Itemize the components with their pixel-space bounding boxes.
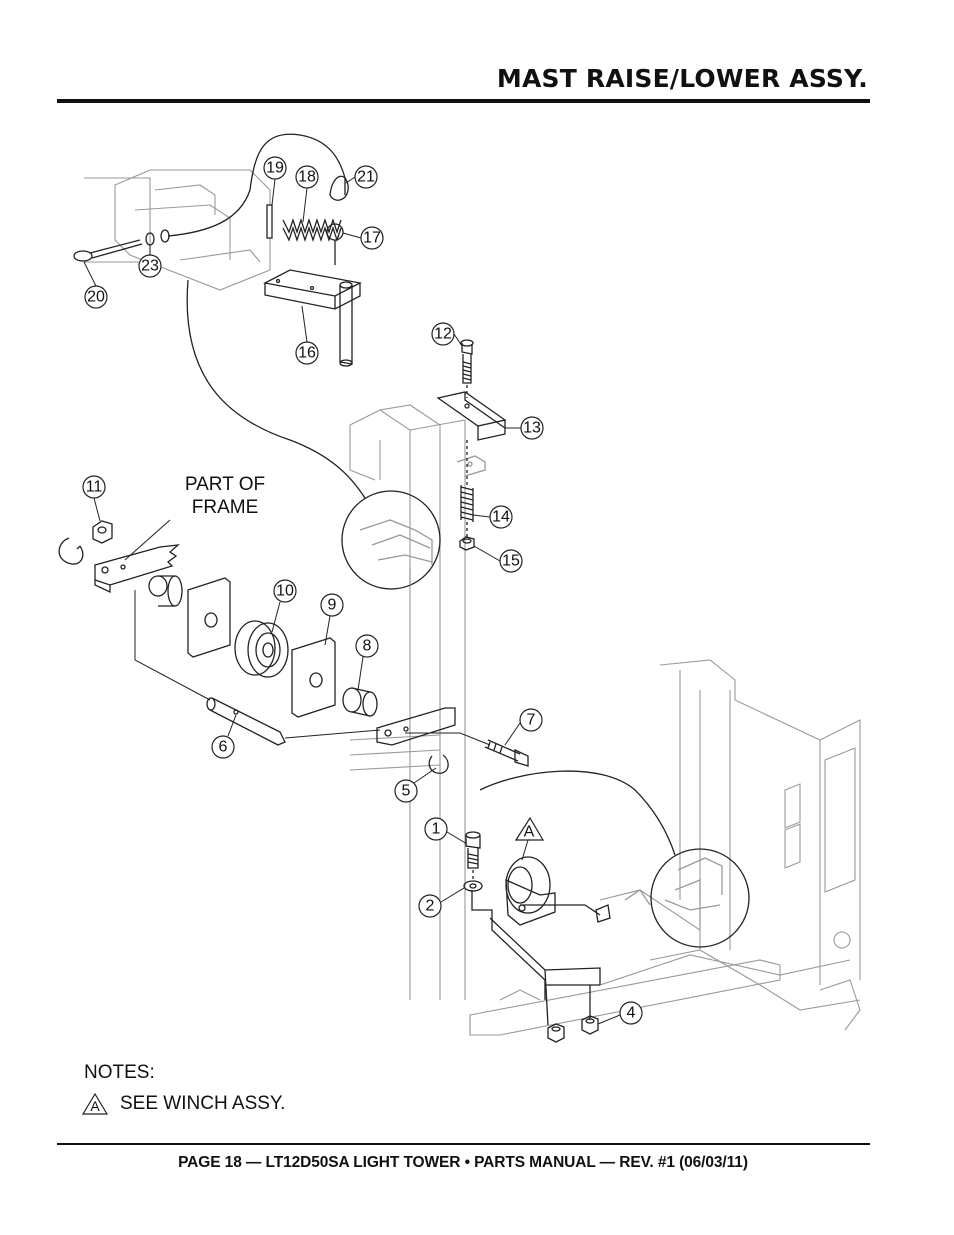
- notes-title: NOTES:: [84, 1062, 155, 1083]
- svg-text:8: 8: [363, 638, 372, 655]
- page-footer: PAGE 18 — LT12D50SA LIGHT TOWER • PARTS …: [178, 1154, 748, 1171]
- callout-8: [355, 634, 379, 658]
- plate-9: [291, 637, 336, 718]
- trailer-frame: [469, 659, 861, 1036]
- spring-14: [460, 486, 474, 521]
- snap-ring-lower: [428, 754, 449, 774]
- svg-text:9: 9: [328, 597, 337, 614]
- bushing-upper: [148, 575, 183, 607]
- frame-plate-lower: [376, 707, 456, 746]
- nut-lower: [547, 1023, 565, 1043]
- svg-text:10: 10: [276, 583, 294, 600]
- winch: [505, 856, 611, 926]
- svg-text:A: A: [90, 1098, 100, 1114]
- callout-6: [211, 735, 235, 759]
- bolt-12: [460, 339, 474, 384]
- washer-2: [463, 880, 483, 892]
- callout-4: [619, 1001, 643, 1025]
- eye-bolt: [73, 239, 143, 262]
- bracket-13: [436, 391, 507, 441]
- callout-9: [320, 593, 344, 617]
- svg-text:19: 19: [266, 160, 284, 177]
- svg-text:6: 6: [219, 739, 228, 756]
- nut-11: [92, 520, 113, 544]
- svg-text:1: 1: [432, 821, 441, 838]
- svg-text:16: 16: [298, 345, 316, 362]
- svg-text:11: 11: [86, 479, 103, 496]
- note-triangle-icon: A: [81, 1092, 109, 1115]
- frame-label-line1: PART OF: [185, 474, 265, 495]
- svg-text:2: 2: [426, 898, 435, 915]
- callout-labels: 19 18 21 17 23 20 16 12 13 11 14 15 10 9…: [86, 160, 636, 1022]
- winch-mount: [471, 890, 601, 1026]
- callout-2: [418, 894, 442, 918]
- frame-plate-upper: [94, 544, 180, 594]
- mast-tower: [349, 404, 466, 1000]
- plate-10: [187, 577, 231, 658]
- callout-7: [519, 708, 543, 732]
- snap-ring-upper: [58, 537, 84, 565]
- callout-A-triangle: [514, 816, 545, 841]
- note-item: A SEE WINCH ASSY.: [80, 1092, 285, 1116]
- svg-text:5: 5: [402, 783, 411, 800]
- svg-text:20: 20: [87, 289, 105, 306]
- lanyard-cable: [167, 133, 346, 237]
- footer-rule: [57, 1143, 870, 1145]
- svg-text:14: 14: [492, 509, 510, 526]
- roll-pin: [266, 204, 273, 239]
- note-text: SEE WINCH ASSY.: [120, 1093, 286, 1114]
- frame-label-line2: FRAME: [192, 497, 259, 518]
- washer: [160, 229, 170, 243]
- detail-circle-upper: [341, 490, 441, 590]
- sheave-10: [234, 620, 289, 678]
- nut-4: [581, 1015, 599, 1035]
- upper-mast-bracket: [84, 169, 271, 291]
- spring: [282, 217, 342, 235]
- svg-text:21: 21: [357, 169, 375, 186]
- callout-5: [394, 779, 418, 803]
- locking-pin-assembly: [263, 269, 362, 367]
- mast-bracket-plate: [456, 455, 486, 477]
- bolt-7: [484, 739, 529, 767]
- cable-clamp: [329, 175, 349, 201]
- detail-circle-lower: [650, 848, 750, 948]
- callout-10: [273, 579, 297, 603]
- page-title: MAST RAISE/LOWER ASSY.: [496, 64, 868, 93]
- svg-text:18: 18: [298, 169, 316, 186]
- svg-text:13: 13: [523, 420, 541, 437]
- bolt-1: [465, 831, 481, 869]
- nut-15: [459, 536, 475, 551]
- svg-text:12: 12: [434, 326, 452, 343]
- svg-text:15: 15: [502, 553, 520, 570]
- bushing-8: [342, 687, 378, 717]
- svg-text:23: 23: [141, 258, 159, 275]
- svg-text:4: 4: [627, 1005, 636, 1022]
- callouts: [82, 156, 643, 1025]
- svg-text:7: 7: [527, 712, 536, 729]
- svg-text:A: A: [524, 824, 535, 841]
- svg-text:17: 17: [363, 230, 381, 247]
- callout-1: [424, 817, 448, 841]
- header-rule: [57, 99, 870, 103]
- pin-6: [206, 697, 286, 746]
